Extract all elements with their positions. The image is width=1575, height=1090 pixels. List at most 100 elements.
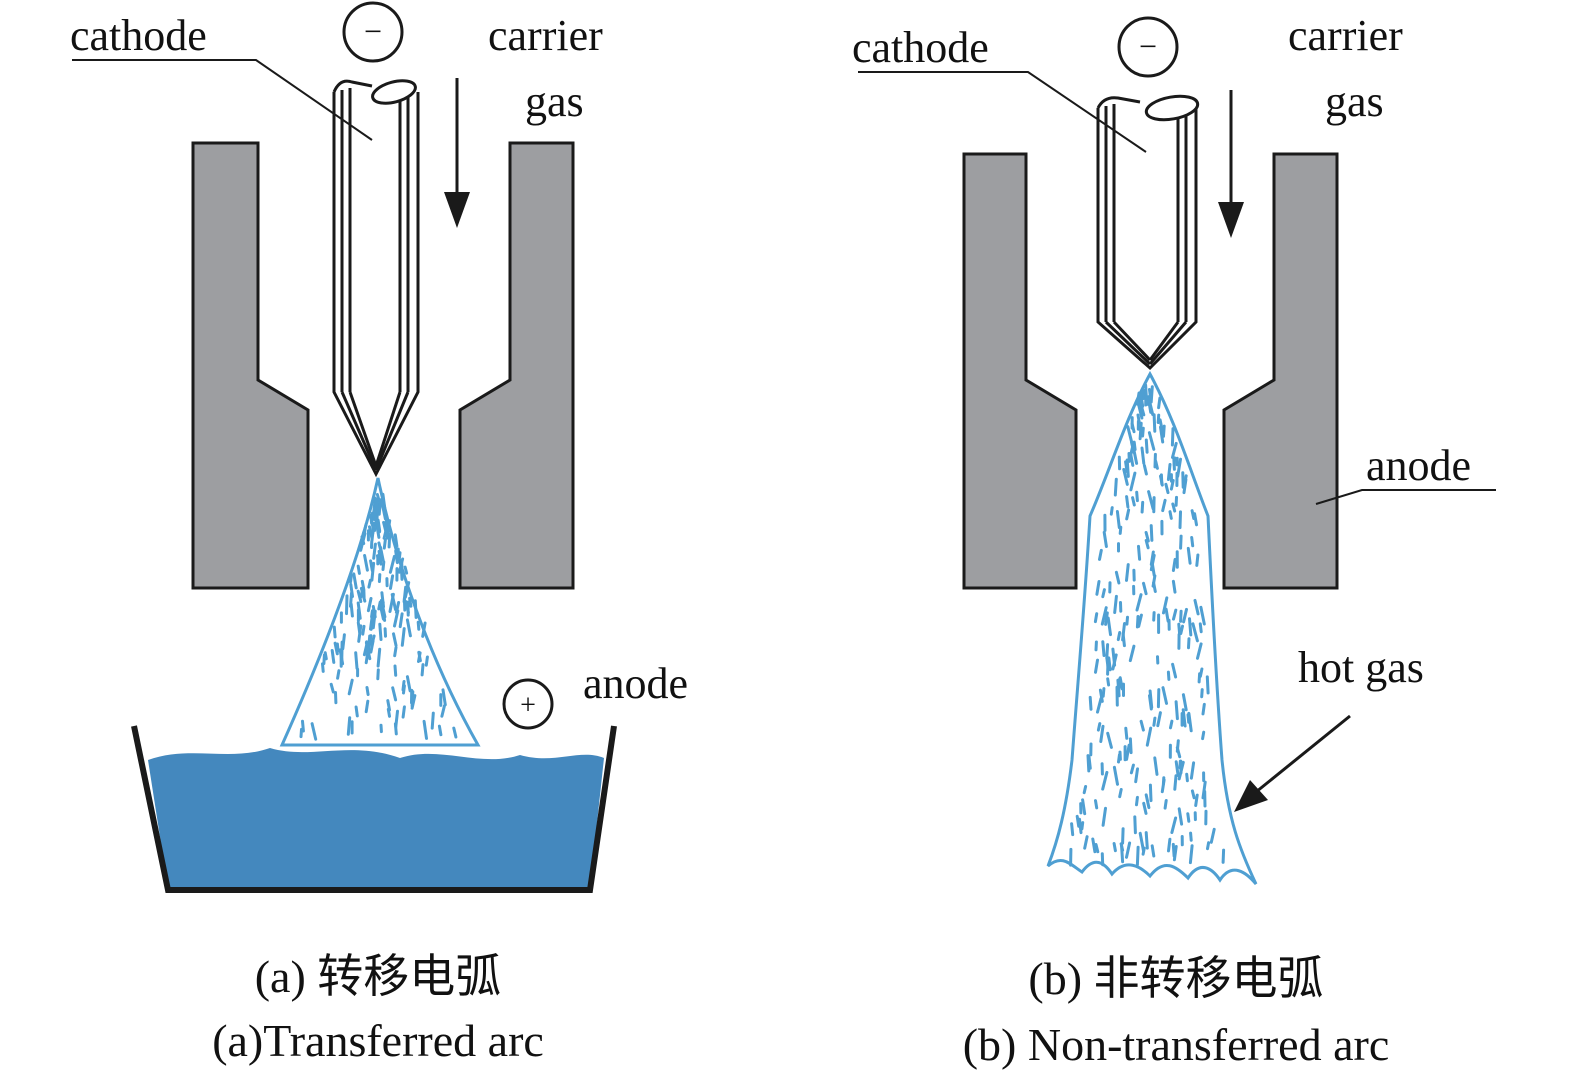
cathode-leader-a [72,60,372,140]
plasma-texture-b [1180,512,1181,528]
cathode-sign-b: − [1119,18,1177,76]
plasma-texture-a [324,655,325,664]
plasma-texture-b [1117,512,1119,528]
plasma-texture-b [1183,710,1185,726]
plasma-texture-a [404,587,406,602]
cathode-label-a: cathode [70,11,207,60]
panel-b: − cathode carrier gas anode hot gas (b) … [852,11,1496,1070]
plasma-texture-b [1135,817,1136,833]
plasma-texture-a [337,644,338,651]
plasma-texture-b [1169,839,1170,851]
plasma-texture-b [1192,511,1194,519]
caption-en-a: (a)Transferred arc [212,1015,544,1066]
plasma-texture-a [338,671,339,679]
plasma-texture-b [1090,697,1091,709]
plasma-texture-b [1200,669,1202,676]
plasma-texture-b [1146,440,1147,452]
plasma-texture-a [419,652,421,660]
cathode-sign-text-b: − [1139,28,1157,64]
plasma-texture-a [395,666,396,675]
plasma-texture-b [1088,756,1089,771]
plasma-texture-b [1207,677,1208,693]
anode-sign-text-a: + [520,690,536,721]
plasma-texture-b [1140,423,1141,438]
plasma-texture-a [395,648,396,656]
caption-cn-b: (b) 非转移电弧 [1028,953,1323,1004]
plasma-texture-b [1154,718,1155,725]
plasma-texture-b [1177,741,1178,752]
anode-label-a: anode [583,659,688,708]
anode-leader-b [1316,490,1496,504]
carrier-gas-label-a-line1: carrier [488,11,603,60]
plasma-texture-b [1202,690,1203,697]
plasma-texture-a [412,692,413,706]
plasma-texture-b [1127,510,1129,519]
plasma-texture-a [334,627,335,637]
plasma-texture-b [1181,611,1182,621]
plasma-texture-b [1146,833,1147,849]
plasma-texture-a [351,575,352,582]
plasma-texture-b [1114,844,1115,851]
plasma-texture-a [366,701,368,712]
plasma-texture-a [422,665,423,675]
plasma-texture-a [405,567,407,573]
plasma-texture-b [1097,582,1099,595]
plasma-texture-b [1191,833,1192,840]
plasma-texture-b [1188,548,1190,563]
plasma-texture-a [331,684,333,692]
plasma-texture-b [1142,448,1144,463]
plasma-texture-b [1118,633,1119,640]
plasma-texture-b [1175,776,1176,790]
plasma-texture-b [1096,845,1098,852]
plasma-texture-b [1096,660,1098,672]
plasma-texture-b [1170,512,1171,519]
plasma-texture-b [1173,581,1175,592]
plasma-texture-b [1153,576,1155,586]
plasma-texture-b [1123,829,1124,843]
plasma-texture-b [1121,844,1123,850]
plasma-texture-a [372,563,374,580]
carrier-gas-label-b-line2: gas [1325,77,1384,126]
plasma-texture-b [1133,498,1135,505]
plasma-texture-b [1137,797,1138,804]
plasma-texture-b [1127,617,1128,624]
plasma-texture-b [1134,442,1135,449]
plasma-texture-a [404,686,405,693]
plasma-texture-b [1093,839,1095,852]
plasma-texture-a [356,653,357,669]
plasma-texture-b [1173,504,1175,511]
plasma-texture-b [1168,672,1169,679]
plasma-texture-a [351,593,352,606]
plasma-texture-b [1103,590,1105,597]
plasma-texture-a [372,527,374,541]
plasma-texture-b [1095,614,1096,622]
plasma-texture-b [1137,492,1138,500]
plasma-texture-b [1152,846,1154,856]
plasma-texture-b [1146,385,1147,400]
plasma-texture-b [1107,645,1108,658]
cathode-sign-text-a: − [364,13,382,49]
plasma-texture-b [1173,559,1175,570]
plasma-texture-a [388,701,390,710]
nozzle-right-block-b [1224,154,1337,588]
cathode-sign-a: − [344,3,402,61]
plasma-texture-b [1139,546,1140,559]
plasma-texture-b [1137,847,1138,864]
plasma-texture-b [1150,785,1151,801]
hot-gas-label-b: hot gas [1298,643,1424,692]
plasma-texture-a [382,602,383,608]
plasma-texture-a [332,651,334,663]
plasma-texture-b [1156,461,1158,468]
plasma-texture-b [1176,762,1178,776]
plasma-texture-b [1176,702,1177,719]
plasma-texture-b [1196,795,1198,805]
hot-gas-arrow-b [1234,716,1350,812]
plasma-texture-a [378,556,379,563]
plasma-texture-b [1179,624,1180,634]
plasma-texture-a [410,598,411,606]
anode-label-b: anode [1366,441,1471,490]
plasma-texture-b [1126,728,1127,738]
plasma-texture-b [1188,715,1189,722]
plasma-arc-a [282,478,478,745]
plasma-texture-a [400,614,402,627]
